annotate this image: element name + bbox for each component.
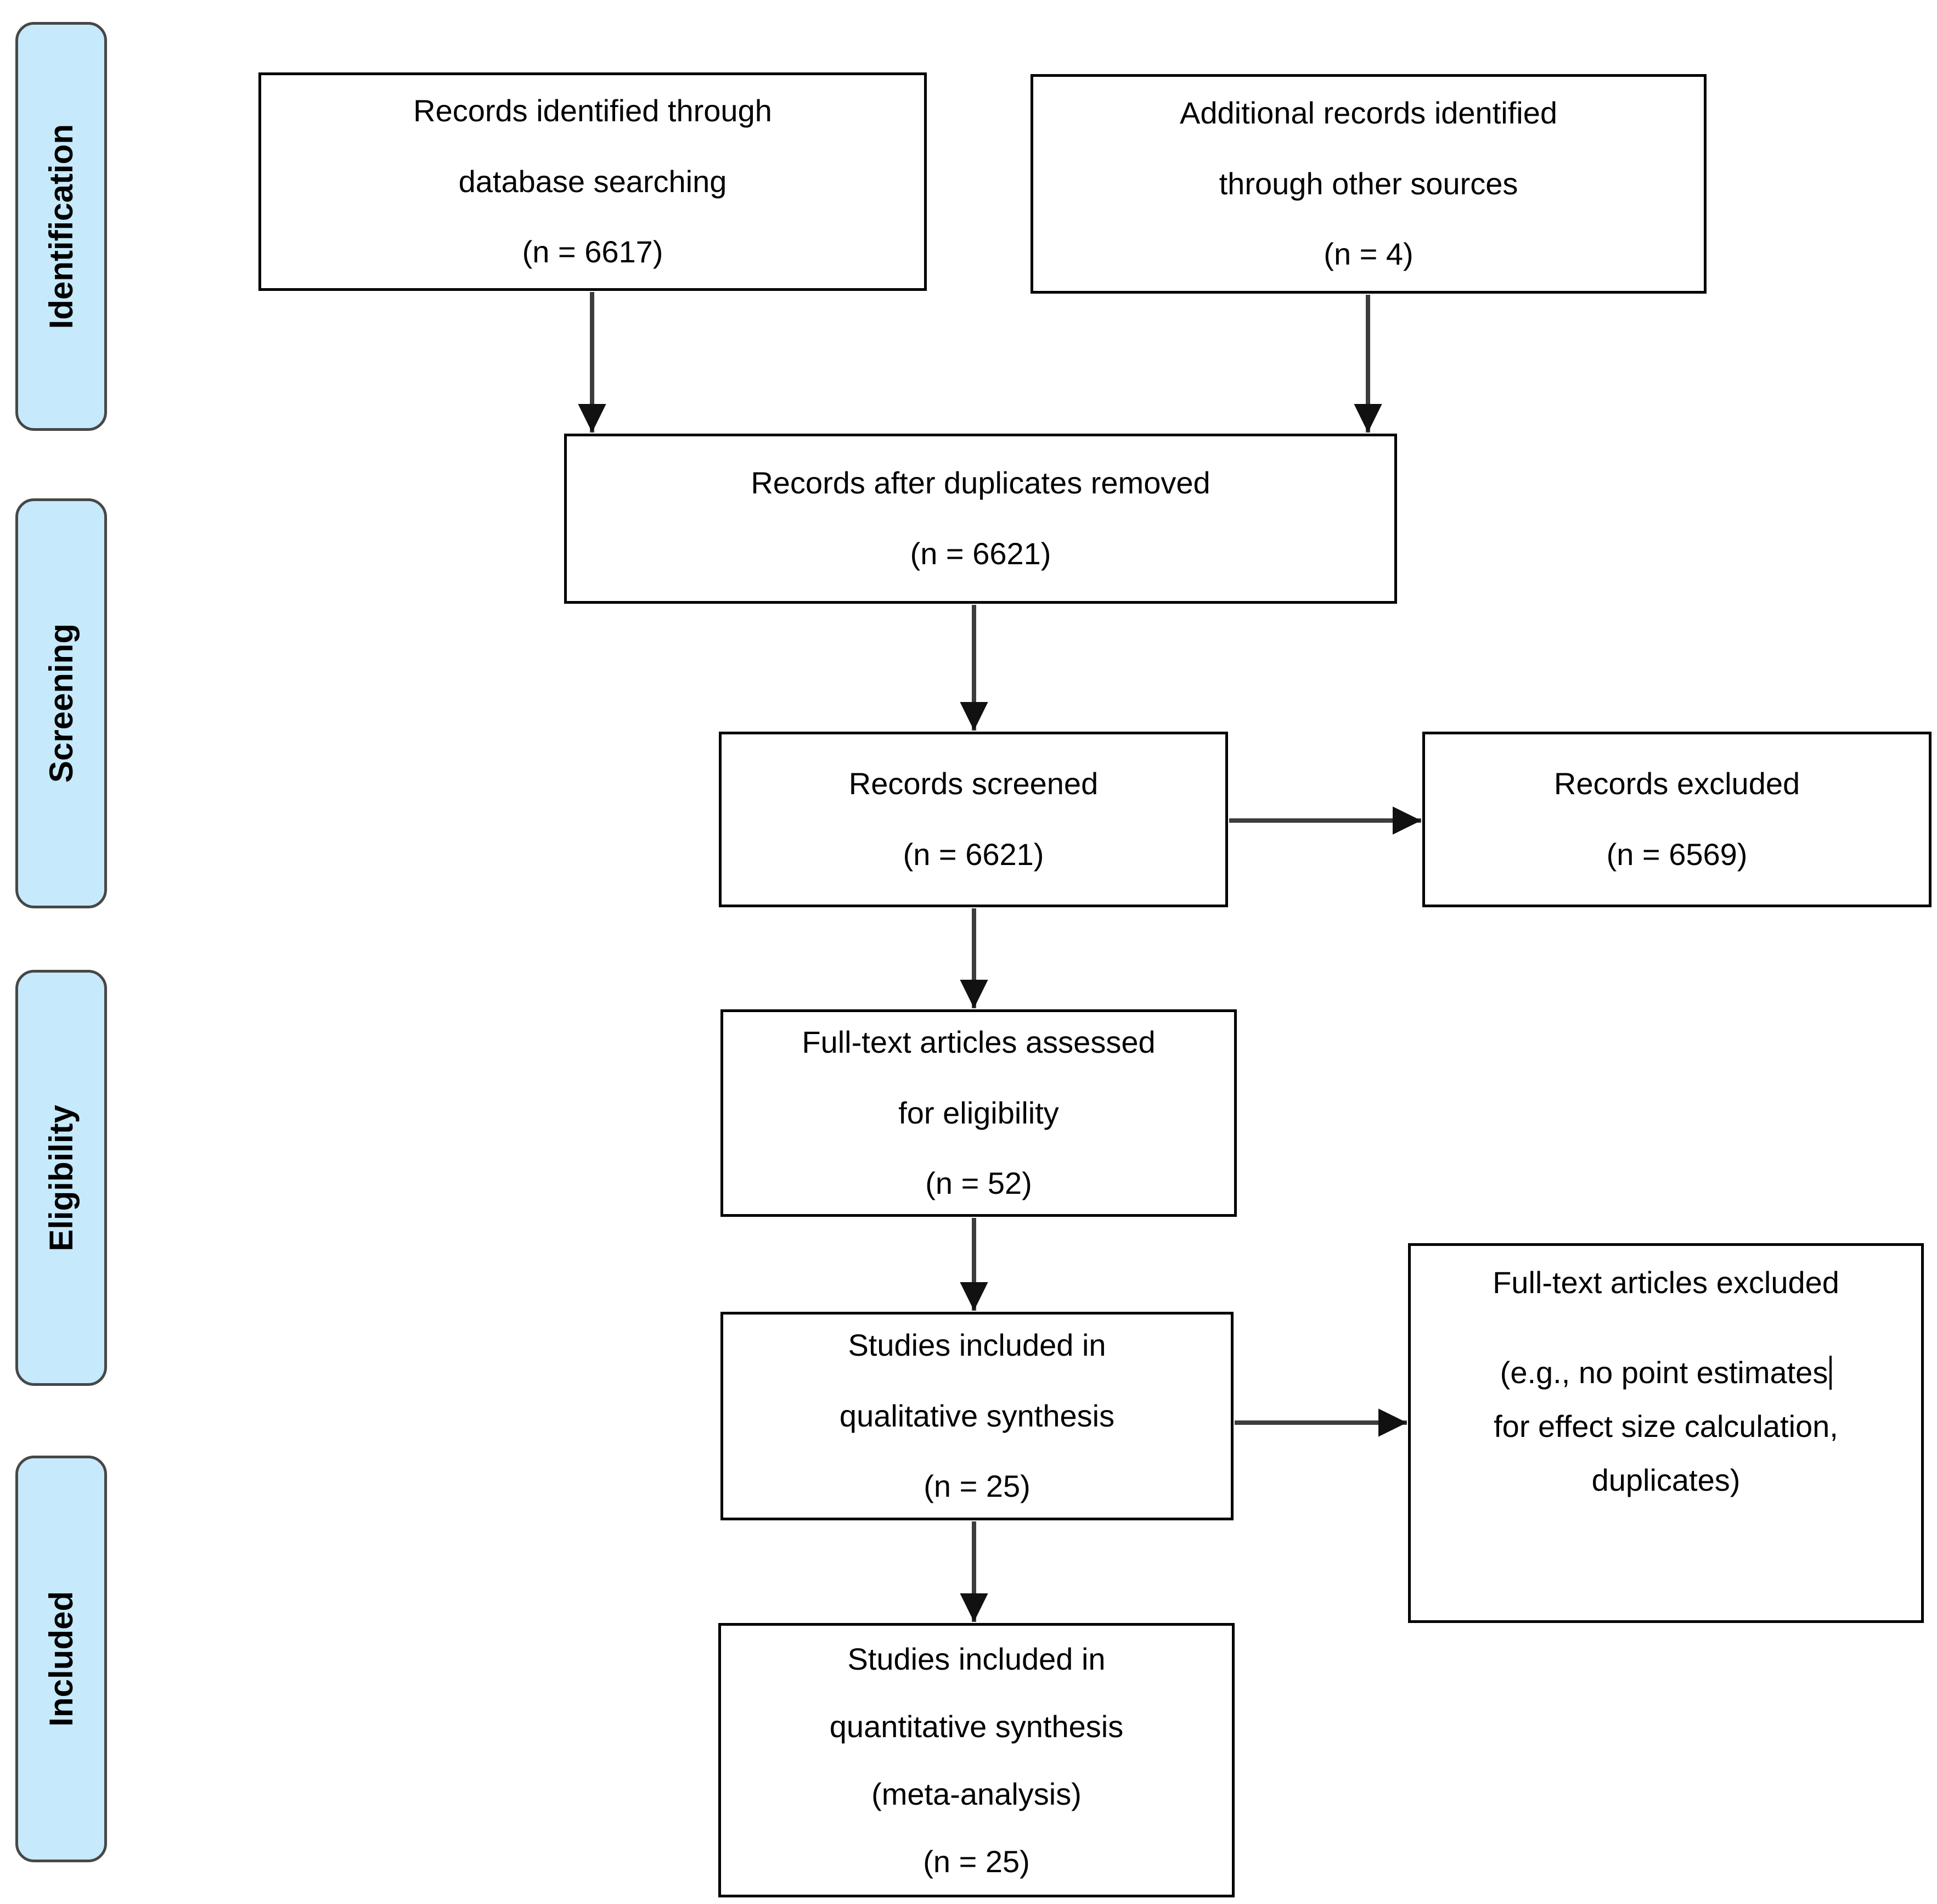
box-records-excluded: Records excluded (n = 6569) — [1422, 732, 1932, 907]
box-count: (n = 25) — [924, 1469, 1031, 1504]
box-text: quantitative synthesis — [829, 1709, 1124, 1744]
box-text: Records screened — [848, 766, 1099, 801]
stage-screening: Screening — [15, 498, 107, 908]
box-text: (e.g., no point estimates — [1500, 1346, 1832, 1400]
stage-eligibility: Eligibility — [15, 970, 107, 1386]
box-text: for eligibility — [898, 1095, 1059, 1130]
box-qualitative-synthesis: Studies included in qualitative synthesi… — [720, 1312, 1234, 1520]
box-count: (n = 4) — [1324, 237, 1414, 272]
box-text: Studies included in — [847, 1641, 1106, 1676]
box-text: for effect size calculation, — [1494, 1400, 1838, 1453]
box-records-identified-database: Records identified through database sear… — [258, 72, 927, 291]
box-text: qualitative synthesis — [839, 1398, 1115, 1433]
box-text: Full-text articles excluded — [1493, 1256, 1839, 1310]
box-text: Records identified through — [413, 93, 772, 128]
box-text-span: (e.g., no point estimates — [1500, 1355, 1828, 1390]
box-text-span: duplicates) — [1591, 1463, 1741, 1497]
box-text: through other sources — [1219, 166, 1518, 201]
box-text: Additional records identified — [1180, 95, 1557, 130]
box-count: (n = 52) — [925, 1166, 1032, 1201]
stage-included: Included — [15, 1456, 107, 1862]
box-text: duplicates) — [1592, 1453, 1741, 1507]
box-text: Records excluded — [1553, 766, 1800, 801]
box-count: (n = 6621) — [903, 837, 1044, 872]
stage-label: Screening — [43, 624, 80, 783]
box-count: (n = 6617) — [522, 234, 663, 269]
stage-label: Included — [43, 1591, 80, 1727]
box-text-span: Full-text articles excluded — [1493, 1265, 1839, 1300]
stage-identification: Identification — [15, 22, 107, 431]
box-quantitative-synthesis: Studies included in quantitative synthes… — [718, 1623, 1235, 1897]
box-records-after-duplicates: Records after duplicates removed (n = 66… — [564, 434, 1397, 604]
stage-label: Eligibility — [43, 1104, 80, 1251]
box-fulltext-excluded: Full-text articles excluded (e.g., no po… — [1408, 1243, 1924, 1623]
box-text: Studies included in — [848, 1327, 1106, 1362]
stage-label: Identification — [43, 123, 80, 329]
box-text: database searching — [458, 164, 727, 199]
text-cursor — [1829, 1356, 1832, 1390]
box-fulltext-assessed: Full-text articles assessed for eligibil… — [720, 1009, 1237, 1217]
box-text: Full-text articles assessed — [802, 1024, 1156, 1059]
box-count: (n = 25) — [923, 1844, 1030, 1879]
box-text: Records after duplicates removed — [751, 465, 1210, 501]
box-count: (n = 6569) — [1606, 837, 1748, 872]
box-records-screened: Records screened (n = 6621) — [719, 732, 1228, 907]
box-additional-records-other-sources: Additional records identified through ot… — [1031, 74, 1707, 294]
box-text: (meta-analysis) — [871, 1777, 1082, 1811]
box-count: (n = 6621) — [910, 536, 1051, 571]
box-text-span: for effect size calculation, — [1494, 1409, 1838, 1444]
